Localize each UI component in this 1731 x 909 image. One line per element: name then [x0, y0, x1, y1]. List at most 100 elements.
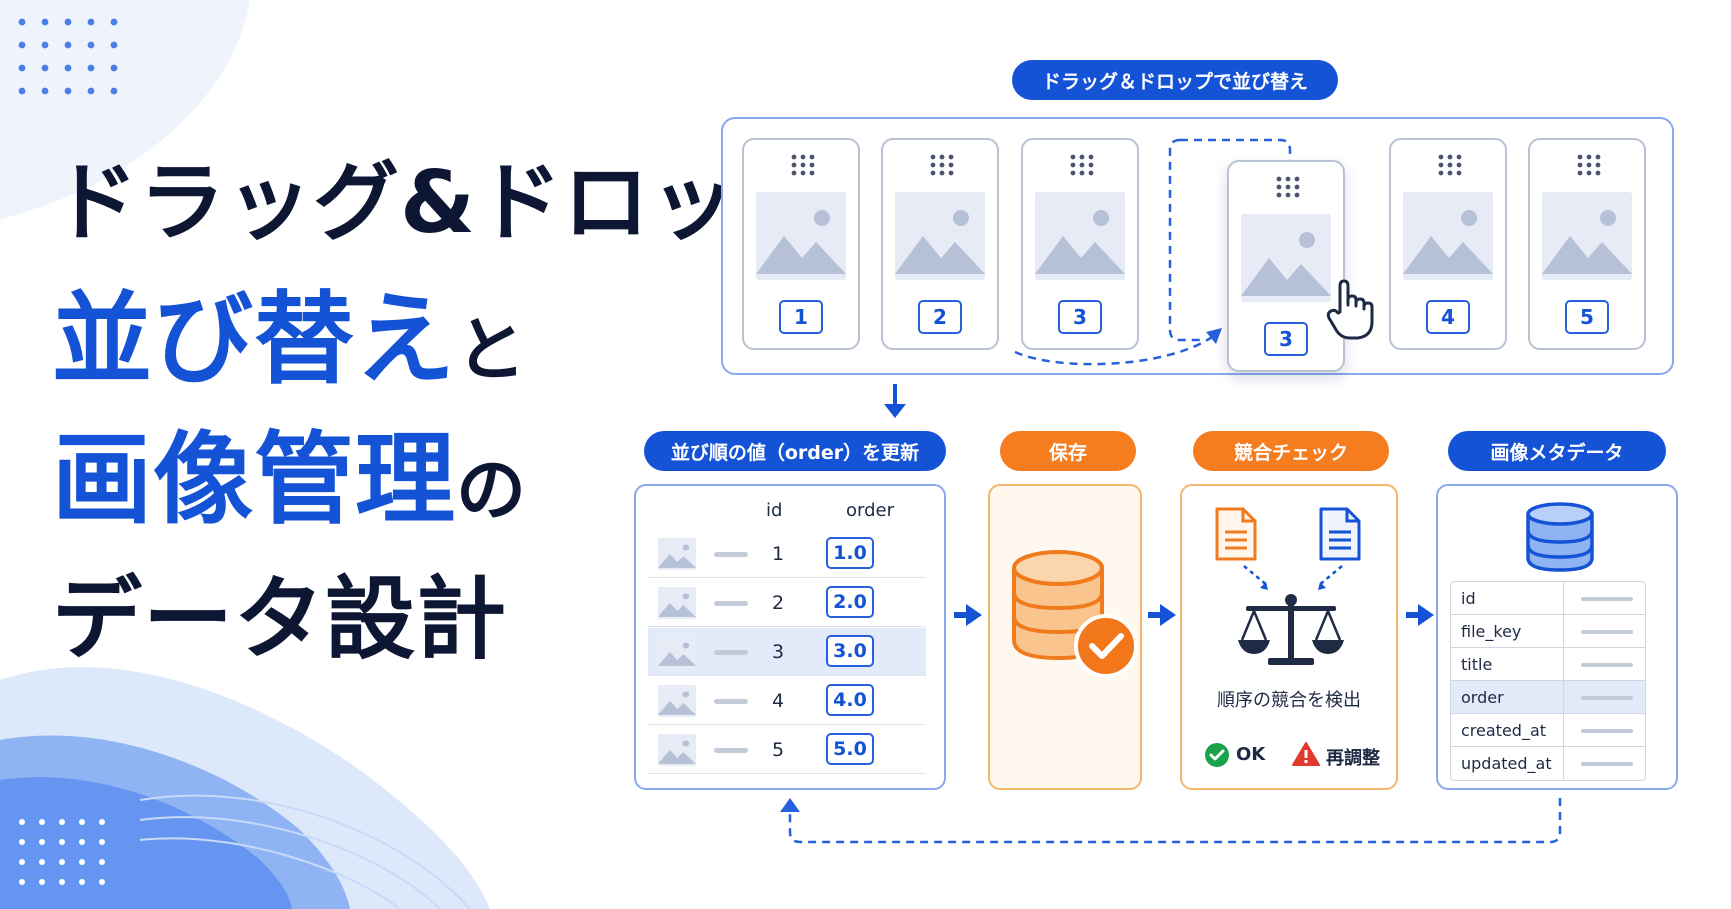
decor-dot [79, 859, 85, 865]
image-placeholder-icon [658, 587, 696, 619]
warning-icon [1292, 742, 1320, 766]
image-placeholder-icon [1542, 192, 1632, 280]
placeholder-line [714, 699, 748, 704]
row-order-value: 4.0 [826, 684, 874, 716]
drag-grip-icon[interactable] [930, 154, 954, 176]
row-order-value: 3.0 [826, 635, 874, 667]
card-order-number: 4 [1426, 300, 1470, 334]
decor-dot [87, 41, 95, 49]
decor-dot [19, 879, 25, 885]
row-id: 3 [771, 641, 785, 663]
decor-dot [59, 839, 65, 845]
drag-grip-icon[interactable] [791, 154, 815, 176]
placeholder-line [714, 748, 748, 753]
dot-grid-bottom [19, 819, 105, 885]
decor-dot [18, 18, 26, 26]
image-placeholder-icon [658, 636, 696, 668]
card-order-number: 1 [779, 300, 823, 334]
card-order-number: 5 [1565, 300, 1609, 334]
placeholder-line [1581, 663, 1633, 667]
image-placeholder-icon [658, 734, 696, 766]
column-divider [1563, 714, 1564, 747]
feedback-loop-path [788, 798, 1562, 844]
row-id: 5 [771, 739, 785, 761]
decor-dot [99, 819, 105, 825]
check-badge-icon [1074, 614, 1138, 678]
headline-line-3: 画像管理の [52, 430, 527, 530]
dragging-image-card[interactable]: 3 [1227, 160, 1345, 372]
drag-grip-icon[interactable] [1577, 154, 1601, 176]
image-card[interactable]: 3 [1021, 138, 1139, 350]
image-card[interactable]: 2 [881, 138, 999, 350]
decor-dot [41, 64, 49, 72]
image-placeholder-icon [756, 192, 846, 280]
image-placeholder-icon [895, 192, 985, 280]
decor-dot [99, 879, 105, 885]
decor-dot [79, 879, 85, 885]
document-icon-blue [1319, 507, 1361, 561]
hand-cursor-icon [1326, 279, 1374, 340]
drag-grip-icon[interactable] [1070, 154, 1094, 176]
metadata-field-name: id [1461, 589, 1476, 608]
metadata-field-row: title [1451, 648, 1645, 681]
image-card[interactable]: 4 [1389, 138, 1507, 350]
save-panel [988, 484, 1142, 790]
decor-dot [59, 859, 65, 865]
decor-dot [18, 64, 26, 72]
decor-dot [79, 819, 85, 825]
database-icon [1012, 550, 1138, 678]
column-divider [1563, 582, 1564, 615]
metadata-field-name: file_key [1461, 622, 1522, 641]
decor-dot [18, 87, 26, 95]
balance-scale-icon [1238, 594, 1344, 665]
feedback-loop-head [780, 798, 800, 812]
column-divider [1563, 681, 1564, 714]
column-divider [1563, 747, 1564, 780]
metadata-field-row: file_key [1451, 615, 1645, 648]
headline-line-2-suffix: と [456, 309, 527, 391]
decor-dot [39, 879, 45, 885]
column-divider [1563, 648, 1564, 681]
conflict-step-label: 競合チェック [1193, 431, 1389, 471]
drag-section-label: ドラッグ＆ドロップで並び替え [1012, 60, 1338, 100]
image-placeholder-icon [1403, 192, 1493, 280]
image-card[interactable]: 5 [1528, 138, 1646, 350]
drag-grip-icon[interactable] [1276, 176, 1300, 198]
headline-line-2-main: 並び替え [52, 281, 456, 398]
readjust-label: 再調整 [1326, 748, 1380, 769]
decor-dot [99, 839, 105, 845]
image-card[interactable]: 1 [742, 138, 860, 350]
decor-dot [64, 41, 72, 49]
database-icon-blue [1526, 502, 1594, 572]
ok-label: OK [1236, 744, 1266, 765]
conflict-check-panel: 順序の競合を検出 OK 再調整 [1180, 484, 1398, 790]
metadata-field-row: created_at [1451, 714, 1645, 747]
drag-grip-icon[interactable] [1438, 154, 1462, 176]
decor-dot [19, 819, 25, 825]
decor-dot [59, 879, 65, 885]
decor-dot [110, 64, 118, 72]
ok-check-icon [1205, 743, 1229, 767]
column-divider [1563, 615, 1564, 648]
move-arrow-path [1014, 333, 1216, 366]
headline-line-4: データ設計 [52, 567, 507, 672]
decor-dot [39, 839, 45, 845]
decor-dot [41, 41, 49, 49]
decor-dot [110, 87, 118, 95]
decor-dot [110, 18, 118, 26]
card-order-number: 3 [1264, 322, 1308, 356]
placeholder-line [714, 650, 748, 655]
row-id: 2 [771, 592, 785, 614]
dot-grid-top [18, 18, 118, 95]
save-step-label: 保存 [1000, 431, 1136, 471]
decor-dot [64, 18, 72, 26]
placeholder-line [1581, 729, 1633, 733]
metadata-step-label: 画像メタデータ [1448, 431, 1666, 471]
